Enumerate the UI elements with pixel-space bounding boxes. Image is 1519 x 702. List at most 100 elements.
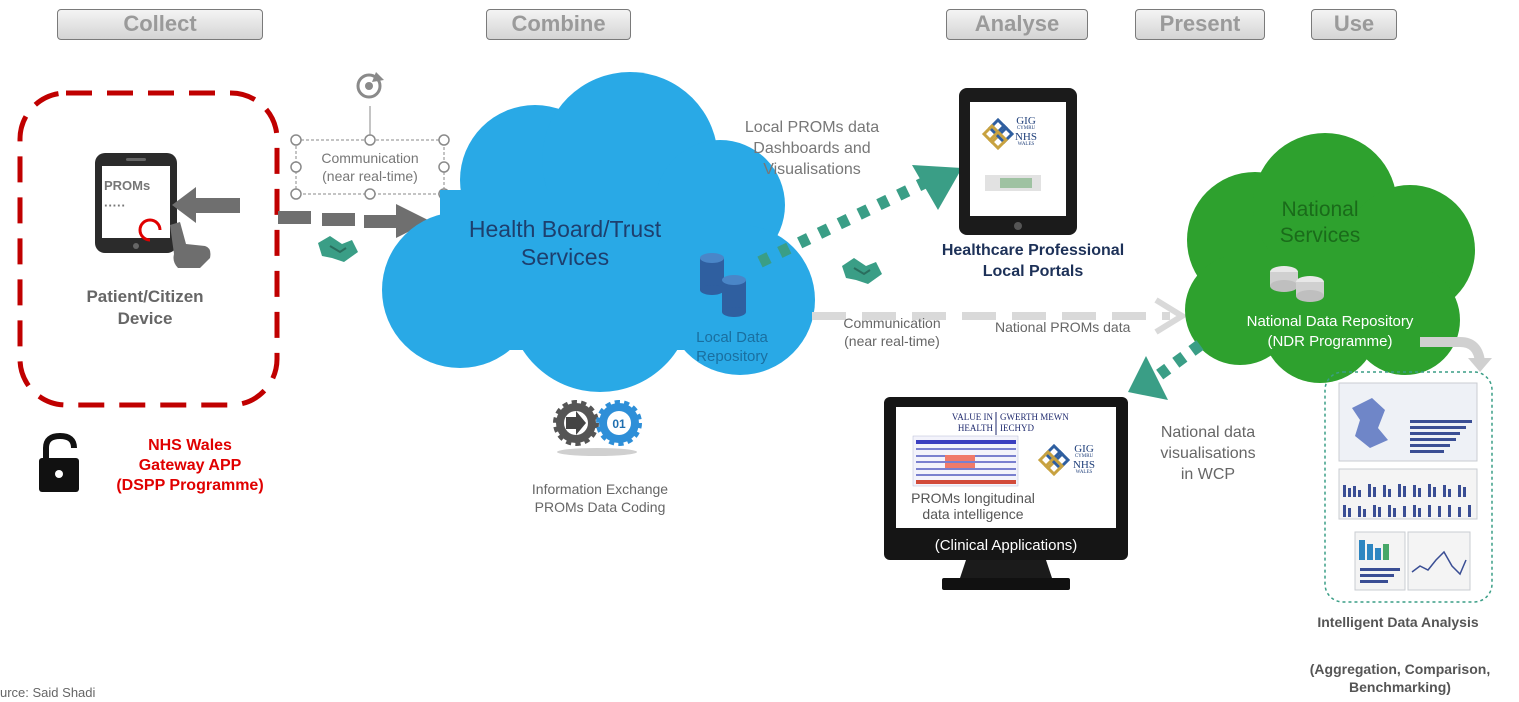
- health-board-cloud: [382, 72, 815, 392]
- gateway-line3: (DSPP Programme): [116, 477, 264, 494]
- local-proms-label: Local PROMs data Dashboards and Visualis…: [712, 117, 912, 180]
- selection-frame: [290, 106, 450, 200]
- gateway-line2: Gateway APP: [138, 457, 242, 474]
- phone-screen-dots: ·····: [104, 198, 126, 213]
- national-vis-label: National data visualisations in WCP: [1138, 422, 1278, 485]
- portal-line1: Healthcare Professional: [941, 242, 1125, 259]
- tablet-logo-cymru: CYMRU: [1016, 126, 1036, 131]
- arrow-to-national: [812, 297, 1188, 335]
- national-proms-label: National PROMs data: [995, 319, 1131, 335]
- gateway-label: NHS Wales Gateway APP (DSPP Programme): [90, 436, 290, 496]
- health-board-title: Health Board/Trust Services: [430, 215, 700, 271]
- info-exchange-line2: PROMs Data Coding: [534, 499, 666, 515]
- lock-icon: [39, 432, 79, 492]
- national-services-line1: National: [1281, 198, 1359, 221]
- local-repo-line1: Local Data: [696, 329, 768, 346]
- monitor-logo-nhs: NHS: [1072, 459, 1095, 471]
- arrow-to-device: [172, 187, 240, 223]
- value-right-line1: GWERTH MEWN: [1000, 412, 1069, 422]
- comm-mid-line1: Communication: [843, 315, 941, 331]
- refresh-arc-icon: [138, 218, 162, 242]
- comm-mid-label: Communication (near real-time): [822, 314, 962, 350]
- monitor-logo-wales: WALES: [1075, 470, 1093, 475]
- value-in-health-en: VALUE IN HEALTH: [937, 412, 993, 434]
- monitor-logo-cymru: CYMRU: [1074, 454, 1094, 459]
- hand-icon: [170, 222, 211, 268]
- stage-collect: Collect: [57, 9, 263, 40]
- portal-label: Healthcare Professional Local Portals: [918, 240, 1148, 282]
- monitor-logo-text: GIG CYMRU NHS WALES: [1069, 444, 1099, 476]
- monitor-dashboard: [912, 435, 1019, 487]
- national-services-line2: Services: [1279, 224, 1361, 247]
- arrow-to-ida: [1420, 337, 1492, 372]
- national-vis-line3: in WCP: [1180, 466, 1236, 483]
- info-exchange-line1: Information Exchange: [531, 481, 669, 497]
- gears-icon: 01: [553, 400, 642, 456]
- comm-top-label: Communication (near real-time): [300, 149, 440, 185]
- stage-analyse: Analyse: [946, 9, 1088, 40]
- database-icon-national: [1270, 266, 1324, 302]
- ndr-line2: (NDR Programme): [1267, 333, 1393, 350]
- tablet-logo-text: GIG CYMRU NHS WALES: [1011, 116, 1041, 148]
- monitor-caption-line1: PROMs longitudinal: [911, 490, 1035, 506]
- info-exchange-label: Information Exchange PROMs Data Coding: [500, 480, 700, 516]
- monitor-caption: PROMs longitudinal data intelligence: [898, 490, 1048, 522]
- device-label-line2: Device: [117, 309, 173, 328]
- value-in-health-cy: GWERTH MEWN IECHYD: [1000, 412, 1090, 434]
- database-icon-local: [700, 253, 746, 317]
- stage-use: Use: [1311, 9, 1397, 40]
- ida-dashboard-3: [1354, 531, 1471, 591]
- national-services-title: National Services: [1255, 197, 1385, 249]
- ndr-label: National Data Repository (NDR Programme): [1215, 312, 1445, 352]
- phone-icon: [95, 153, 177, 253]
- rotate-handle-icon: [356, 72, 384, 99]
- health-board-title-line1: Health Board/Trust: [468, 216, 662, 242]
- local-proms-line3: Visualisations: [763, 161, 861, 178]
- tablet-logo-wales: WALES: [1017, 142, 1035, 147]
- tablet-logo-gig: GIG: [1016, 115, 1036, 127]
- value-right-line2: IECHYD: [1000, 423, 1034, 433]
- value-left-line1: VALUE IN: [951, 412, 993, 422]
- tablet-logo-nhs: NHS: [1014, 131, 1037, 143]
- ndr-line1: National Data Repository: [1246, 313, 1414, 330]
- ida-dashboard-1: [1338, 382, 1478, 462]
- local-proms-line1: Local PROMs data: [744, 119, 880, 136]
- monitor-footer: (Clinical Applications): [934, 537, 1078, 554]
- portal-line2: Local Portals: [982, 263, 1084, 280]
- ida-title: Intelligent Data Analysis: [1317, 614, 1479, 630]
- stage-present: Present: [1135, 9, 1265, 40]
- monitor-logo-gig: GIG: [1074, 443, 1094, 455]
- local-proms-line2: Dashboards and: [753, 140, 871, 157]
- phone-screen-title: PROMs: [104, 178, 151, 193]
- ida-sub-line2: Benchmarking): [1349, 679, 1451, 695]
- nhs-logo-tablet: [981, 117, 1015, 151]
- device-label: Patient/Citizen Device: [60, 286, 230, 330]
- health-board-title-line2: Services: [520, 244, 610, 270]
- collect-frame: [17, 90, 280, 408]
- ida-dashboard-2: [1338, 468, 1478, 520]
- comm-mid-line2: (near real-time): [844, 333, 940, 349]
- local-repo-label: Local Data Repository: [672, 328, 792, 366]
- local-repo-line2: Repository: [696, 348, 768, 365]
- arrow-to-portal: [757, 165, 962, 268]
- handshake-icon-mid: [842, 258, 882, 284]
- svg-text:01: 01: [612, 417, 626, 431]
- handshake-icon-left: [318, 236, 358, 262]
- stage-combine: Combine: [486, 9, 631, 40]
- source-label: urce: Said Shadi: [0, 685, 96, 700]
- arrow-to-monitor: [1128, 340, 1204, 400]
- tablet-icon: [959, 88, 1077, 235]
- nhs-logo-monitor: [1037, 443, 1071, 477]
- value-left-line2: HEALTH: [957, 423, 993, 433]
- monitor-caption-line2: data intelligence: [922, 506, 1024, 522]
- device-label-line1: Patient/Citizen: [86, 287, 204, 306]
- ida-subtitle: (Aggregation, Comparison, Benchmarking): [1288, 660, 1512, 696]
- arrow-to-cloud: [278, 204, 430, 238]
- gateway-line1: NHS Wales: [148, 437, 232, 454]
- ida-sub-line1: (Aggregation, Comparison,: [1309, 661, 1491, 677]
- national-vis-line1: National data: [1160, 424, 1256, 441]
- comm-top-line2: (near real-time): [322, 168, 418, 184]
- comm-top-line1: Communication: [321, 150, 419, 166]
